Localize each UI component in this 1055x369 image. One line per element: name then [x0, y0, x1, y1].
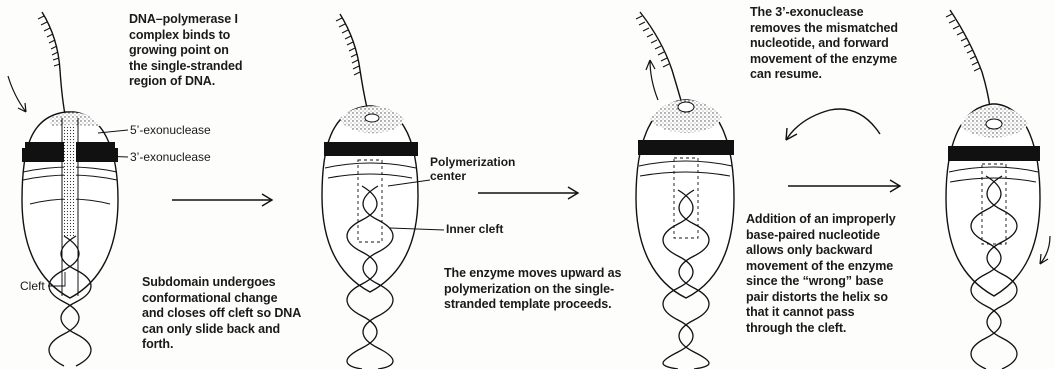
curved-back-arrow	[786, 109, 880, 140]
label-3-exonuclease: 3’-exonuclease	[130, 150, 211, 164]
process-arrow-2	[478, 187, 578, 199]
caption-improper-base: Addition of an improperly base-paired nu…	[746, 212, 896, 336]
caption-moves-upward: The enzyme moves upward as polymerizatio…	[444, 266, 621, 313]
label-polymerization-center: Polymerization center	[430, 155, 515, 183]
caption-exonuclease-removes: The 3’-exonuclease removes the mismatche…	[750, 5, 898, 83]
arrow-down-1	[8, 76, 26, 112]
enzyme-stage-1	[8, 12, 128, 366]
caption-binding: DNA–polymerase I complex binds to growin…	[129, 12, 242, 90]
label-5-exonuclease: 5’-exonuclease	[130, 123, 211, 137]
caption-subdomain: Subdomain undergoes conformational chang…	[142, 275, 301, 353]
arrow-down-4	[1040, 236, 1050, 264]
enzyme-stage-3	[636, 12, 734, 369]
process-arrow-1	[172, 194, 272, 206]
single-strand-dna-3	[640, 12, 682, 104]
single-strand-dna-2	[340, 14, 368, 112]
label-inner-cleft: Inner cleft	[446, 222, 503, 236]
enzyme-stage-2	[322, 14, 444, 369]
enzyme-stage-4	[946, 10, 1050, 369]
label-cleft: Cleft	[20, 279, 45, 293]
process-arrow-3	[788, 180, 900, 192]
enzyme-body-2	[322, 106, 418, 292]
